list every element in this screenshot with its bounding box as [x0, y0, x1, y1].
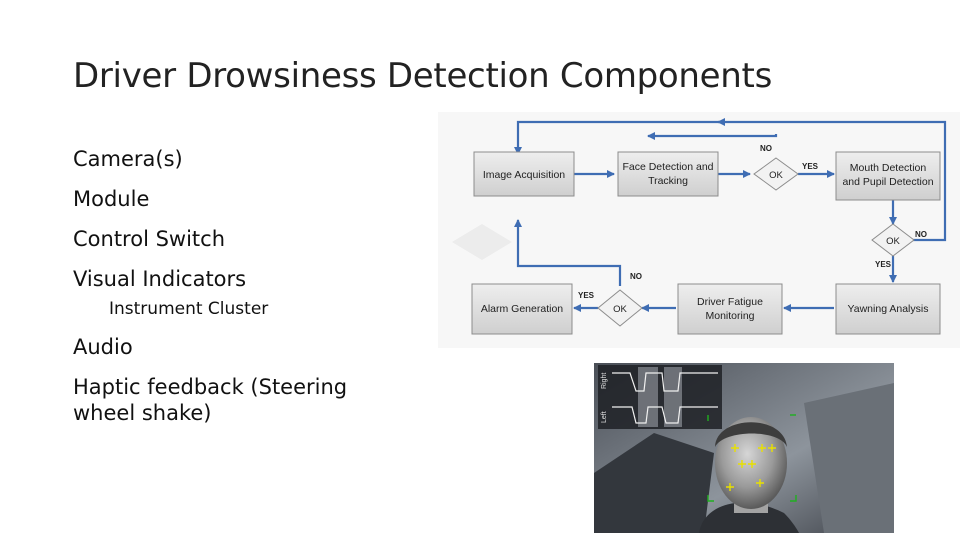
face-bounding-corners [707, 414, 797, 502]
bullet-list: Camera(s) Module Control Switch Visual I… [73, 146, 403, 426]
bullet-haptic-feedback: Haptic feedback (Steering wheel shake) [73, 375, 348, 425]
edge-label-yes-bottom: YES [578, 291, 595, 300]
car-interior [594, 433, 714, 533]
car-window [804, 383, 894, 533]
watermark-shape [452, 224, 512, 260]
bullet-control-switch: Control Switch [73, 227, 226, 251]
box-mouth-label-1: Mouth Detection [850, 162, 927, 174]
box-fatigue-label-1: Driver Fatigue [697, 296, 763, 308]
box-alarm-generation: Alarm Generation [471, 283, 573, 335]
box-yawning-analysis: Yawning Analysis [835, 283, 941, 335]
bullet-audio: Audio [73, 335, 133, 359]
slide-title: Driver Drowsiness Detection Components [73, 56, 772, 96]
signal-trace-left [612, 406, 718, 424]
sub-bullet-instrument-cluster: Instrument Cluster [109, 299, 269, 319]
bullet-visual-indicators: Visual Indicators [73, 267, 247, 291]
decision-ok-top: OK [753, 157, 799, 191]
driver-face [699, 417, 799, 533]
signal-label-right: Right [601, 373, 608, 389]
landmark-markers [726, 444, 776, 491]
box-alarm-generation-label: Alarm Generation [481, 303, 563, 315]
detection-flowchart: Image Acquisition Face Detection and Tra… [438, 112, 960, 348]
box-face-detection-label-2: Tracking [648, 175, 688, 187]
box-image-acquisition-label: Image Acquisition [483, 169, 565, 181]
edge-label-no-bottom: NO [630, 272, 642, 281]
box-mouth-pupil-detection: Mouth Detection and Pupil Detection [835, 151, 941, 201]
decision-ok-right: OK [871, 223, 915, 257]
edge-label-no-right: NO [915, 230, 927, 239]
decision-ok-top-label: OK [769, 170, 783, 181]
box-face-detection: Face Detection and Tracking [617, 151, 719, 197]
signal-label-left: Left [601, 411, 608, 423]
flow-arrows [514, 118, 947, 312]
box-image-acquisition: Image Acquisition [473, 151, 575, 197]
bullet-module: Module [73, 187, 150, 211]
edge-label-no-top: NO [760, 144, 772, 153]
signal-panel: Right Left [598, 365, 722, 429]
edge-label-yes-top: YES [802, 162, 819, 171]
bullet-camera: Camera(s) [73, 147, 183, 171]
box-face-detection-label-1: Face Detection and [622, 161, 713, 173]
box-fatigue-label-2: Monitoring [705, 310, 754, 322]
box-yawning-analysis-label: Yawning Analysis [848, 303, 929, 315]
driver-camera-photo: Right Left [594, 363, 894, 533]
decision-ok-bottom: OK [597, 289, 643, 327]
signal-trace-right [612, 372, 718, 392]
decision-ok-right-label: OK [886, 236, 900, 247]
box-driver-fatigue-monitoring: Driver Fatigue Monitoring [677, 283, 783, 335]
box-mouth-label-2: and Pupil Detection [842, 176, 933, 188]
edge-label-yes-right: YES [875, 260, 892, 269]
decision-ok-bottom-label: OK [613, 304, 627, 315]
